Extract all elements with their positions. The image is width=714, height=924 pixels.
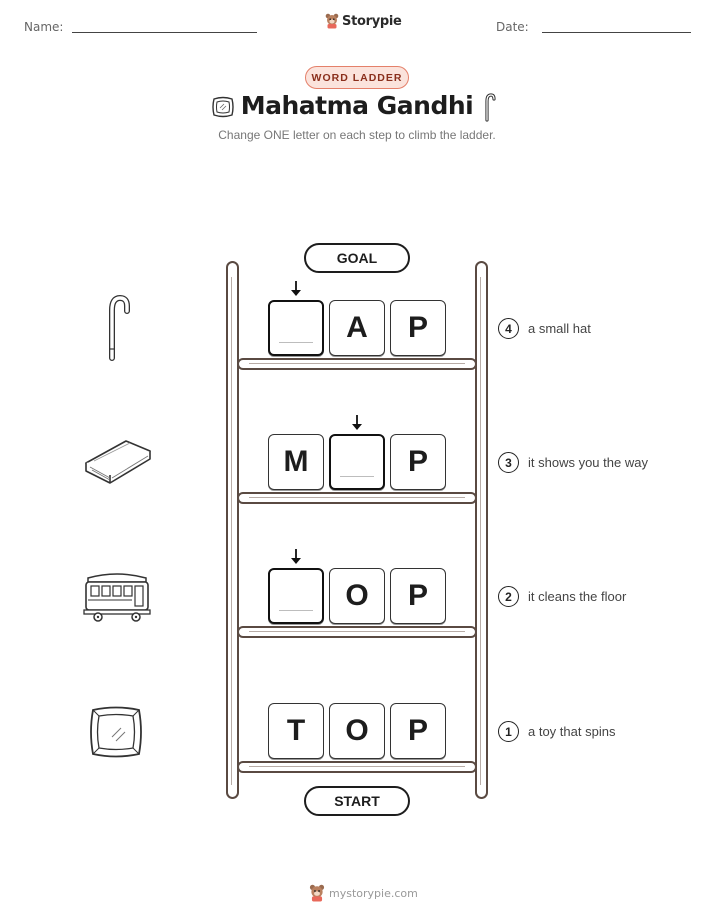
word-ladder-badge: WORD LADDER [305,66,409,89]
ladder-rung [237,761,477,773]
clue-number: 4 [498,318,519,339]
ladder-rail-right [475,261,488,799]
goal-label: GOAL [304,243,410,273]
letter-blank-input[interactable] [268,300,324,356]
page-title: Mahatma Gandhi [240,91,474,120]
walking-cane-icon [485,93,496,122]
clue-text: it shows you the way [528,455,648,470]
down-arrow-icon [352,415,362,430]
letter-tile: T [268,703,324,759]
clue-text: it cleans the floor [528,589,627,604]
walking-cane-icon [109,294,130,361]
clue-2: 2 it cleans the floor [498,586,626,607]
clue-4: 4 a small hat [498,318,591,339]
name-label: Name: [24,20,64,34]
letter-tile: O [329,568,385,624]
name-line[interactable] [72,32,257,33]
ladder-rung [237,626,477,638]
footer: mystorypie.com [309,884,418,902]
letter-tile: P [390,703,446,759]
cushion-icon [90,706,142,758]
letter-tile: A [329,300,385,356]
clue-text: a small hat [528,321,591,336]
clue-1: 1 a toy that spins [498,721,615,742]
letter-tile: O [329,703,385,759]
down-arrow-icon [291,549,301,564]
date-label: Date: [496,20,529,34]
ladder-rung [237,492,477,504]
letter-blank-input[interactable] [268,568,324,624]
book-icon [85,440,151,484]
cushion-icon [212,96,234,118]
letter-tile: M [268,434,324,490]
brand-logo: Storypie [325,13,402,29]
start-label: START [304,786,410,816]
ladder-rail-left [226,261,239,799]
bear-mascot-icon [309,884,325,902]
clue-text: a toy that spins [528,724,616,739]
clue-number: 3 [498,452,519,473]
footer-url[interactable]: mystorypie.com [329,886,418,900]
letter-tile: P [390,434,446,490]
clue-number: 2 [498,586,519,607]
ladder-rung [237,358,477,370]
ladder [226,258,490,814]
brand-name: Storypie [342,13,402,29]
date-line[interactable] [542,32,691,33]
instructions: Change ONE letter on each step to climb … [218,128,496,142]
letter-tile: P [390,568,446,624]
tram-icon [83,573,151,622]
letter-tile: P [390,300,446,356]
clue-number: 1 [498,721,519,742]
down-arrow-icon [291,281,301,296]
bear-mascot-icon [325,13,339,29]
letter-blank-input[interactable] [329,434,385,490]
clue-3: 3 it shows you the way [498,452,648,473]
